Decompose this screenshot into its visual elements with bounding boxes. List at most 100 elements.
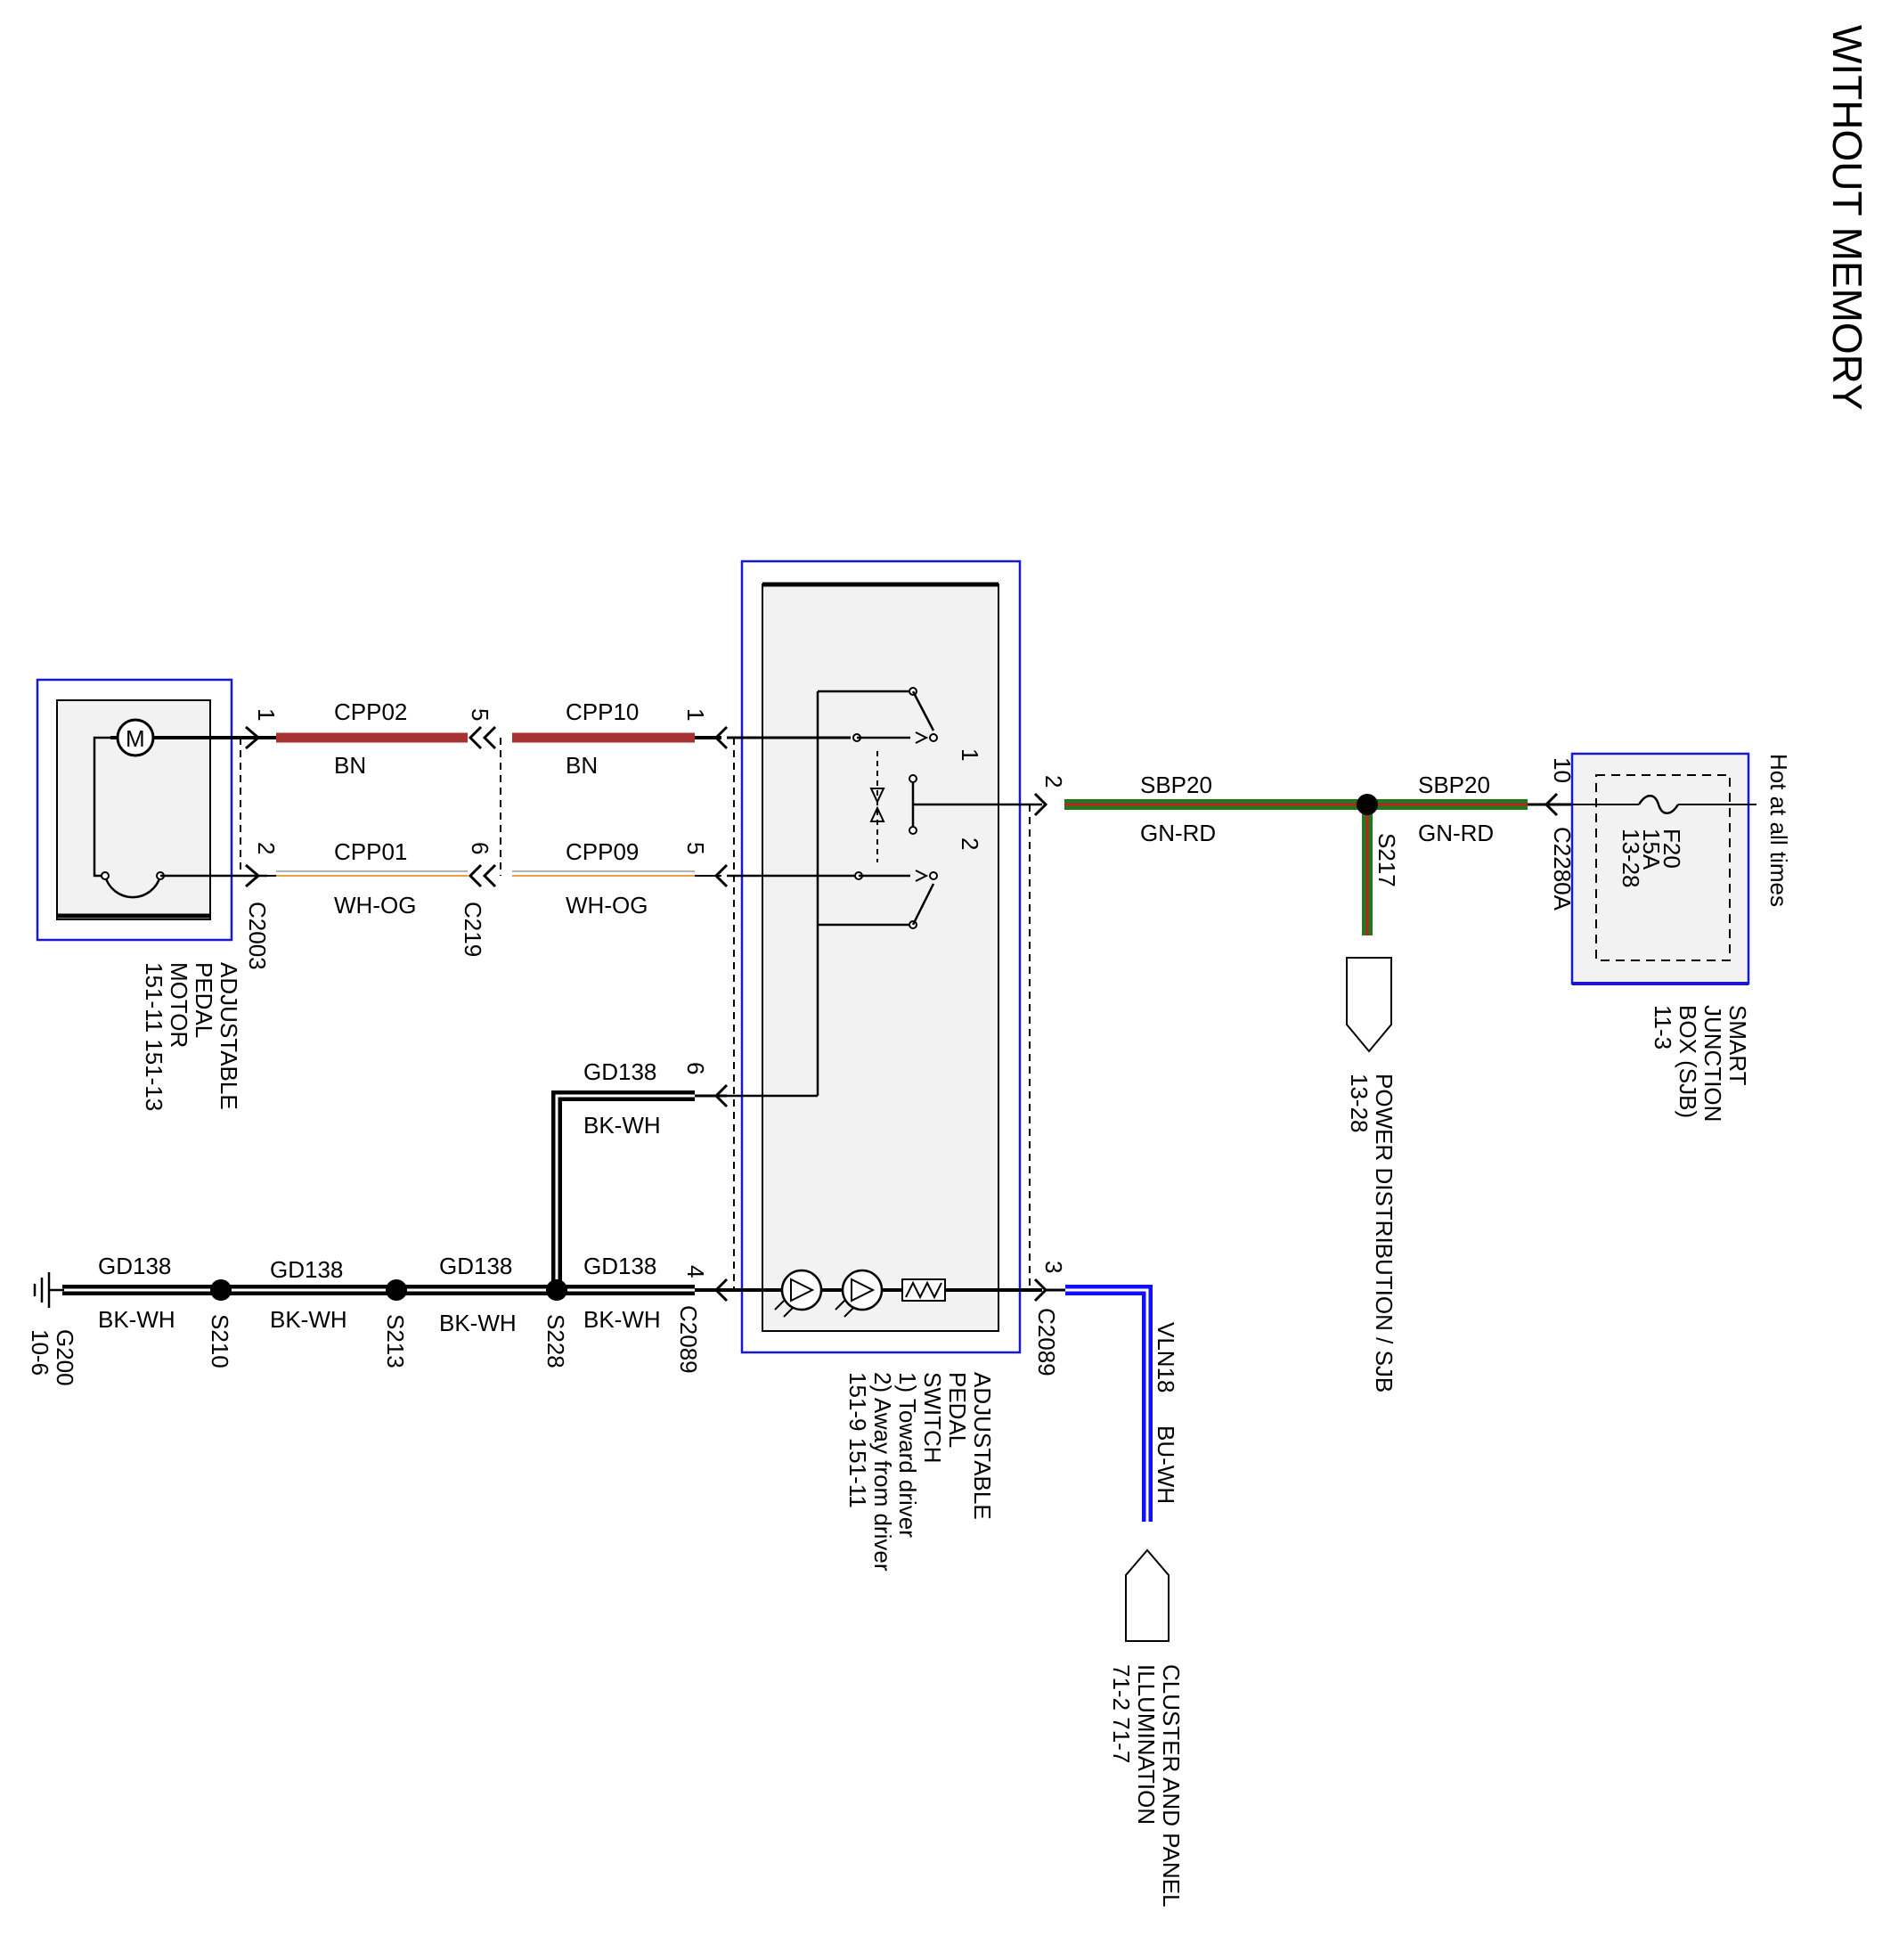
svg-text:PEDAL: PEDAL [944,1372,971,1448]
svg-text:6: 6 [467,842,493,854]
svg-text:POWER DISTRIBUTION / SJB: POWER DISTRIBUTION / SJB [1371,1074,1398,1392]
page-title: WITHOUT MEMORY [1824,25,1870,411]
svg-text:JUNCTION: JUNCTION [1699,1005,1726,1122]
svg-text:ADJUSTABLE: ADJUSTABLE [969,1372,996,1520]
svg-text:1) Toward driver: 1) Toward driver [894,1372,921,1538]
wire-vln18: VLN18 BU-WH [1046,1285,1179,1522]
svg-text:1: 1 [682,708,709,721]
wire-cpp01: CPP01 WH-OG [258,838,468,919]
svg-text:BK-WH: BK-WH [439,1310,517,1336]
svg-text:BK-WH: BK-WH [583,1112,661,1139]
svg-text:2: 2 [1040,775,1067,788]
switch-label: ADJUSTABLE PEDAL SWITCH 1) Toward driver… [844,1372,996,1572]
svg-text:GD138: GD138 [583,1253,656,1279]
fuse-icon [1637,795,1680,814]
svg-text:BK-WH: BK-WH [583,1306,661,1333]
svg-text:CPP02: CPP02 [334,698,407,725]
svg-text:WH-OG: WH-OG [566,892,648,919]
splice-s213: S213 [382,1279,409,1368]
connector-c219: C219 [460,902,486,957]
svg-text:BN: BN [566,752,598,779]
connector-c2089-right-pins: 2 3 C2089 [1033,775,1067,1376]
cluster-illumination-terminal [1125,1548,1170,1642]
wire-gd138-1: GD138 BK-WH [98,1253,175,1333]
svg-text:13-28: 13-28 [1346,1074,1373,1133]
connector-c2089-left-pins: 1 5 6 4 C2089 [675,708,709,1374]
svg-text:71-2 71-7: 71-2 71-7 [1108,1664,1135,1763]
svg-text:4: 4 [682,1265,709,1278]
svg-text:BOX (SJB): BOX (SJB) [1675,1005,1701,1118]
svg-text:10-6: 10-6 [27,1329,53,1376]
svg-text:ILLUMINATION: ILLUMINATION [1133,1664,1160,1825]
hot-at-all-times-label: Hot at all times [1765,754,1792,907]
svg-text:M: M [126,725,145,752]
wire-gd138-4: GD138 BK-WH [583,1253,661,1333]
sjb-label: SMART JUNCTION BOX (SJB) 11-3 [1650,1005,1751,1122]
svg-text:ADJUSTABLE: ADJUSTABLE [216,962,242,1110]
svg-text:G200: G200 [52,1329,78,1386]
splice-s210: S210 [207,1279,233,1368]
connector-c2089-right: C2089 [1033,1308,1060,1376]
adjustable-pedal-switch: 1 2 [727,559,1042,1354]
svg-text:151-9 151-11: 151-9 151-11 [844,1372,871,1508]
svg-text:151-11 151-13: 151-11 151-13 [141,962,167,1111]
ground-icon [33,1272,64,1308]
svg-text:2: 2 [253,842,280,854]
lamp-icon [835,1269,884,1318]
ground-g200-label: G200 10-6 [27,1329,78,1386]
svg-text:GD138: GD138 [270,1256,343,1283]
svg-text:BN: BN [334,752,366,779]
power-distribution-label: POWER DISTRIBUTION / SJB 13-28 [1346,1074,1398,1392]
wire-gd138-3: GD138 BK-WH [439,1253,517,1336]
connector-c2089-left: C2089 [675,1305,702,1374]
svg-text:GD138: GD138 [439,1253,512,1279]
connector-c2003: C2003 [244,902,271,970]
svg-text:S217: S217 [1373,833,1400,887]
svg-text:S213: S213 [382,1314,409,1368]
svg-text:6: 6 [682,1062,709,1074]
svg-text:BK-WH: BK-WH [270,1306,347,1333]
svg-text:11-3: 11-3 [1650,1005,1676,1049]
splice-s228: S228 [542,1279,569,1368]
wire-cpp10: CPP10 BN [512,698,721,779]
svg-text:SMART: SMART [1724,1005,1751,1086]
svg-text:BK-WH: BK-WH [98,1306,175,1333]
svg-text:SBP20: SBP20 [1418,772,1490,798]
connector-c219-pins: 5 6 C219 [460,708,493,957]
svg-text:BU-WH: BU-WH [1153,1425,1179,1504]
svg-text:GN-RD: GN-RD [1140,820,1216,846]
svg-text:SWITCH: SWITCH [919,1372,946,1464]
svg-text:3: 3 [1040,1261,1067,1273]
svg-text:GD138: GD138 [98,1253,171,1279]
svg-text:1: 1 [957,748,983,761]
connector-c2003-pins: 1 2 C2003 [244,708,280,970]
resistor-icon [901,1278,946,1302]
motor-label: ADJUSTABLE PEDAL MOTOR 151-11 151-13 [141,962,242,1111]
svg-text:S210: S210 [207,1314,233,1368]
wire-cpp09: CPP09 WH-OG [512,838,721,919]
svg-text:S228: S228 [542,1314,569,1368]
svg-text:SBP20: SBP20 [1140,772,1212,798]
svg-text:2: 2 [957,837,983,850]
svg-text:5: 5 [467,708,493,721]
cluster-label: CLUSTER AND PANEL ILLUMINATION 71-2 71-7 [1108,1664,1185,1907]
wire-gd138-2: GD138 BK-WH [270,1256,347,1333]
smart-junction-box: F20 15A 13-28 [1570,752,1756,985]
svg-text:1: 1 [253,708,280,721]
svg-text:VLN18: VLN18 [1153,1322,1179,1393]
wire-cpp02: CPP02 BN [258,698,468,779]
svg-text:GN-RD: GN-RD [1418,820,1494,846]
adjustable-pedal-motor: M [36,678,267,942]
wire-gd138-top: GD138 BK-WH [551,1058,727,1290]
svg-text:WH-OG: WH-OG [334,892,416,919]
svg-text:CPP09: CPP09 [566,838,639,865]
splice-s217: S217 [1357,794,1400,935]
wire-sbp20-a: SBP20 GN-RD [1064,772,1367,846]
svg-text:CLUSTER AND PANEL: CLUSTER AND PANEL [1158,1664,1185,1907]
power-distribution-terminal [1346,957,1392,1053]
svg-text:GD138: GD138 [583,1058,656,1085]
motor-icon: M [110,718,162,757]
svg-text:13-28: 13-28 [1618,829,1644,888]
svg-text:15A: 15A [1638,829,1665,870]
